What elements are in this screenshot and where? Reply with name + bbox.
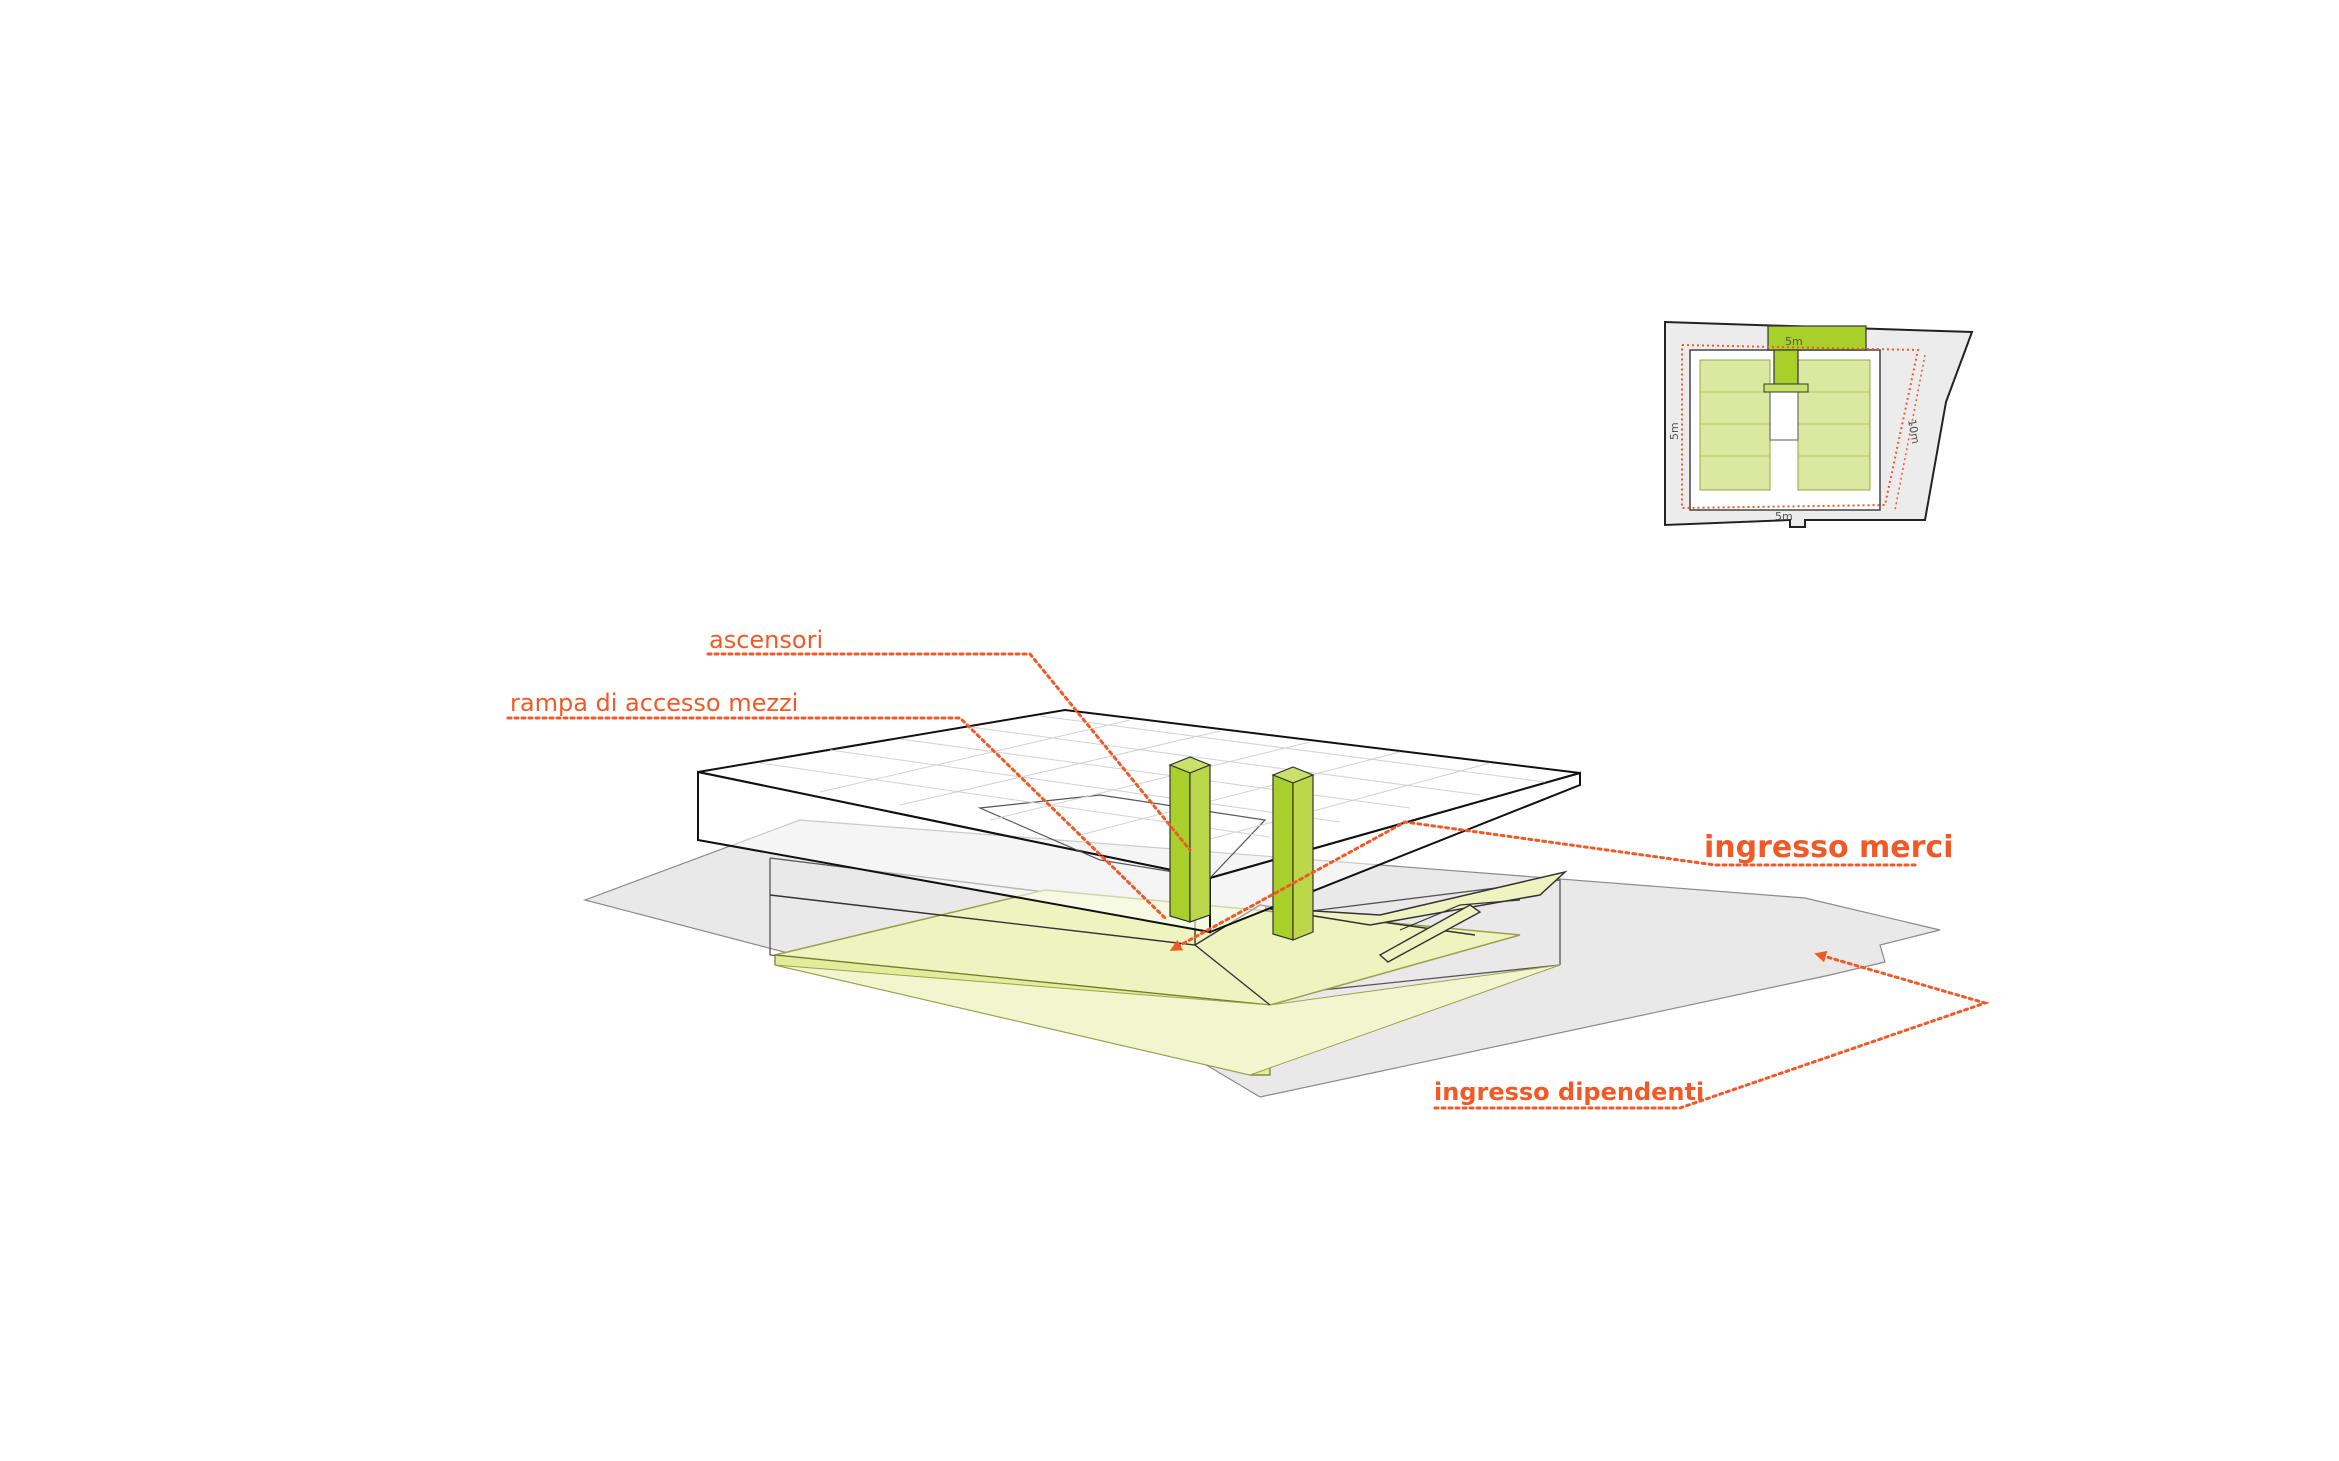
inset-elevator-core	[1773, 349, 1799, 391]
label-ingresso-merci: ingresso merci	[1704, 830, 1954, 865]
elevator-shaft-right	[1271, 766, 1315, 941]
inset-dimension-right	[1894, 354, 1926, 511]
leader-lines	[506, 652, 1990, 1110]
axonometric-model	[583, 708, 1941, 1098]
access-ramp	[1264, 870, 1568, 963]
elevator-shaft-left	[1168, 756, 1212, 923]
leader-ingresso-dipendenti	[1433, 950, 1990, 1110]
inset-dimension-frame	[1681, 344, 1920, 510]
inset-entrance-block	[1767, 325, 1867, 351]
leader-ingresso-merci	[1169, 820, 1917, 951]
inset-core-void	[1769, 389, 1799, 441]
inset-dim-right: 10m	[1905, 418, 1922, 445]
leader-rampa	[506, 716, 1167, 920]
label-ingresso-dipendenti: ingresso dipendenti	[1434, 1078, 1704, 1106]
inset-courtyard-left	[1699, 359, 1771, 491]
leader-ascensori	[706, 652, 1192, 852]
inset-site-plan: 5m 5m 5m 10m	[1664, 320, 1974, 528]
inset-courtyard-right	[1797, 359, 1871, 491]
inset-core-collar	[1763, 383, 1809, 393]
inset-dim-left: 5m	[1668, 422, 1681, 440]
label-ascensori: ascensori	[709, 626, 823, 654]
inset-dim-bottom: 5m	[1775, 510, 1793, 523]
label-rampa-di-accesso-mezzi: rampa di accesso mezzi	[510, 689, 798, 717]
floor-slab-lower	[774, 964, 1561, 1076]
inset-dim-top: 5m	[1785, 335, 1803, 348]
